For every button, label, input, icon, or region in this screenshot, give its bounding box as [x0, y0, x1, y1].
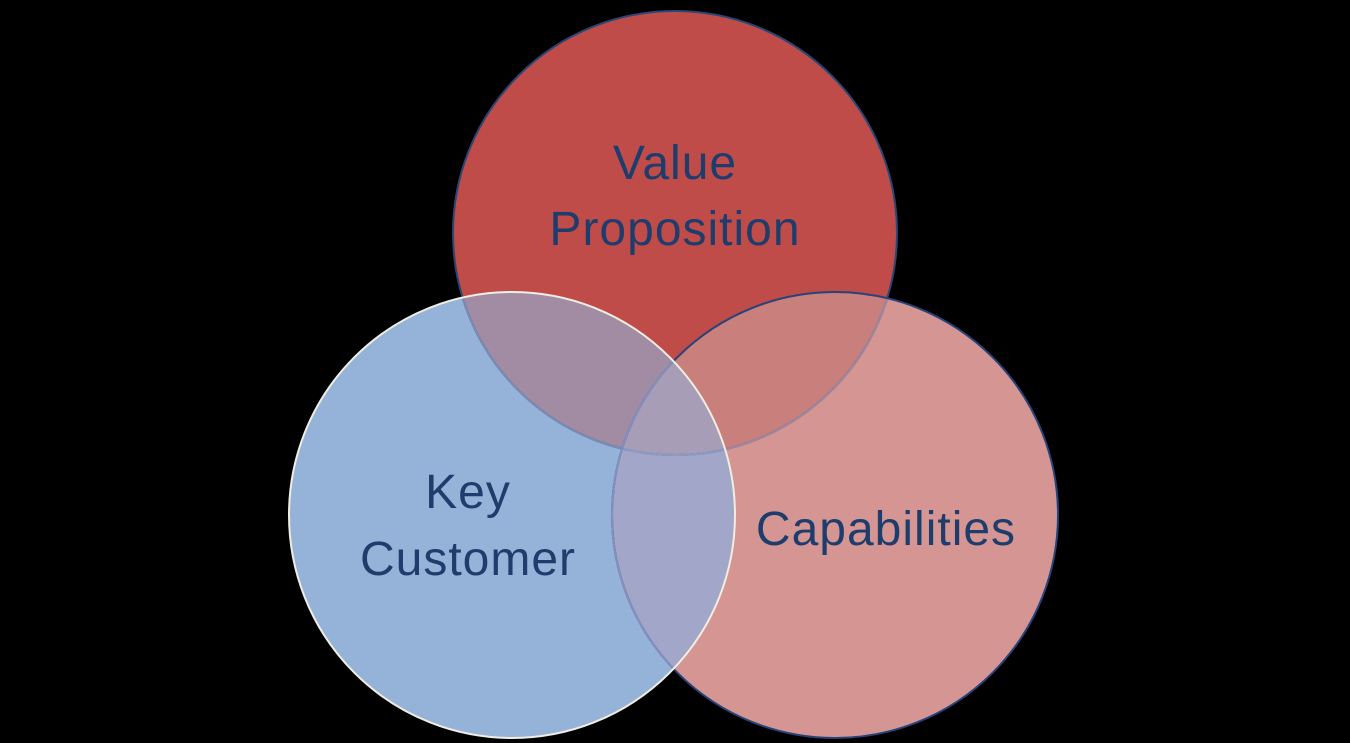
capabilities-border-under-customer-group [611, 292, 735, 738]
value-proposition-label-line2: Proposition [549, 203, 800, 256]
key-customer-label-line1: Key [425, 466, 511, 519]
overlap-value-customer-group [453, 292, 735, 455]
value-border-under-both-outer [612, 292, 735, 456]
overlap-value-capabilities [612, 292, 897, 455]
capabilities-border-under-customer [611, 292, 735, 738]
overlap-value-customer [453, 292, 735, 455]
overlap-value-capabilities-group [612, 292, 897, 455]
value-proposition-label-line1: Value [613, 137, 737, 190]
key-customer-label-line2: Customer [360, 533, 576, 586]
capabilities-label: Capabilities [756, 503, 1016, 556]
value-border-under-both-inner [612, 292, 735, 456]
key-customer-border [288, 291, 736, 739]
value-border-under-both [612, 292, 735, 456]
